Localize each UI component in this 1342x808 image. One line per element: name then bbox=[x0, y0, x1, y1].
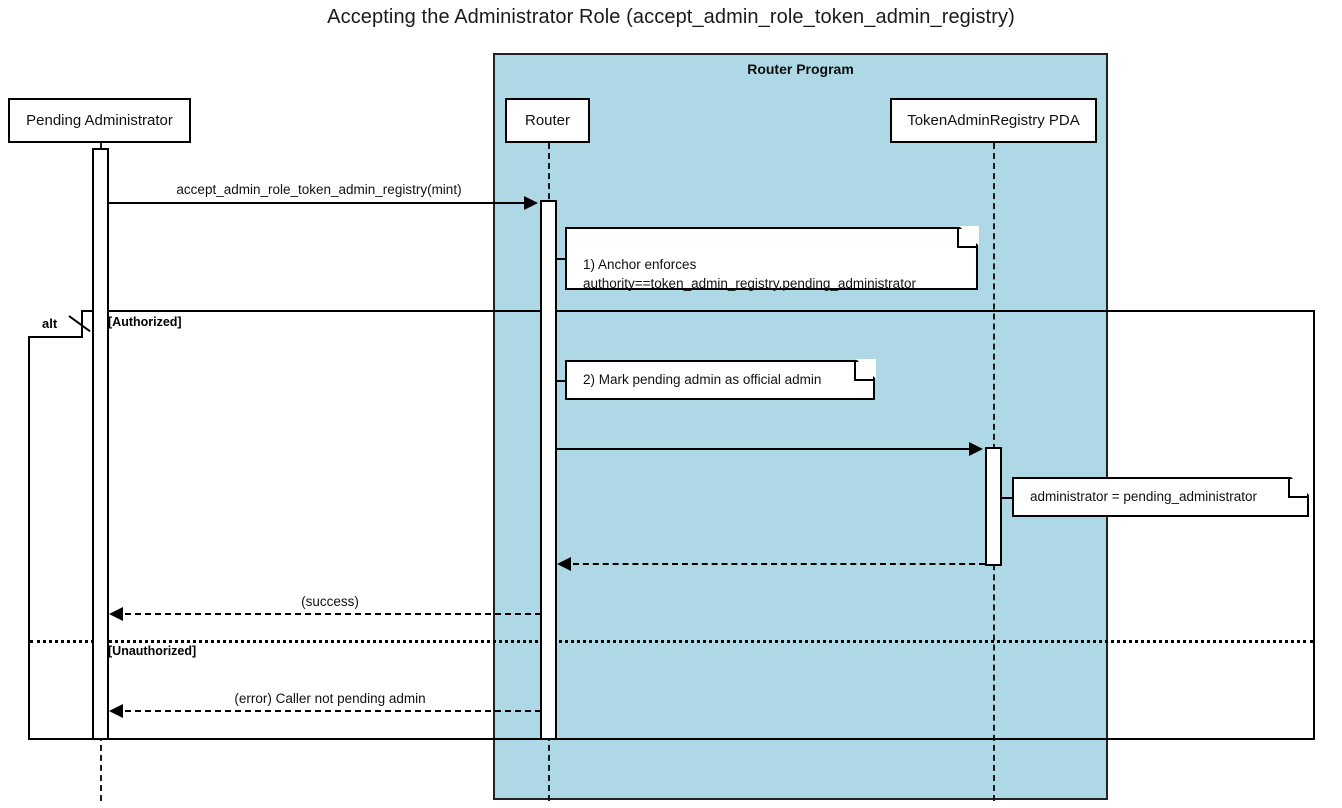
message-accept-call-label: accept_admin_role_token_admin_registry(m… bbox=[176, 182, 462, 197]
note-administrator-assign: administrator = pending_administrator bbox=[1012, 476, 1310, 517]
alt-operator-label: alt bbox=[42, 315, 58, 331]
message-accept-call-line bbox=[109, 202, 526, 204]
participant-pending-administrator-label: Pending Administrator bbox=[26, 112, 173, 129]
note-dogear-icon-2 bbox=[854, 360, 875, 381]
activation-pending-administrator bbox=[92, 148, 109, 740]
note-mark-pending-admin-text: 2) Mark pending admin as official admin bbox=[583, 372, 822, 388]
message-error-return-label: (error) Caller not pending admin bbox=[234, 691, 426, 706]
note-dogear-cover-icon-2 bbox=[856, 359, 876, 379]
group-router-program-label: Router Program bbox=[747, 61, 854, 77]
participant-pending-administrator[interactable]: Pending Administrator bbox=[8, 98, 191, 143]
participant-token-admin-registry-pda-label: TokenAdminRegistry PDA bbox=[907, 112, 1080, 129]
alt-fragment-frame bbox=[28, 310, 1315, 740]
message-error-return-line bbox=[125, 710, 541, 712]
note-administrator-assign-connector bbox=[1002, 497, 1014, 499]
note-anchor-enforces: 1) Anchor enforces authority==token_admi… bbox=[565, 226, 979, 292]
activation-token-admin-registry-pda bbox=[985, 447, 1002, 566]
note-anchor-enforces-text: 1) Anchor enforces authority==token_admi… bbox=[583, 257, 916, 292]
participant-router[interactable]: Router bbox=[505, 98, 590, 143]
message-accept-call-arrowhead bbox=[524, 196, 538, 210]
message-router-to-pda-line bbox=[557, 448, 971, 450]
alt-condition-unauthorized: [Unauthorized] bbox=[108, 644, 197, 658]
note-dogear-icon bbox=[957, 227, 978, 248]
message-error-return-arrowhead bbox=[109, 704, 123, 718]
message-success-return-line bbox=[125, 613, 541, 615]
message-success-return-arrowhead bbox=[109, 607, 123, 621]
alt-fragment-operator-tab: alt bbox=[28, 310, 83, 338]
message-pda-to-router-return-arrowhead bbox=[557, 557, 571, 571]
page-title: Accepting the Administrator Role (accept… bbox=[327, 6, 1015, 28]
note-anchor-enforces-connector bbox=[557, 258, 567, 260]
note-dogear-cover-icon-3 bbox=[1290, 476, 1310, 496]
alt-frame-fill-right bbox=[1108, 311, 1315, 739]
message-pda-to-router-return-line bbox=[573, 563, 985, 565]
group-router-program: Router Program bbox=[493, 53, 1108, 800]
participant-router-label: Router bbox=[524, 112, 571, 129]
note-mark-pending-admin-connector bbox=[557, 380, 567, 382]
message-router-to-pda-arrowhead bbox=[969, 442, 983, 456]
note-dogear-icon-3 bbox=[1288, 477, 1309, 498]
note-dogear-cover-icon bbox=[959, 226, 979, 246]
note-mark-pending-admin: 2) Mark pending admin as official admin bbox=[565, 359, 876, 400]
alt-fragment-divider bbox=[30, 640, 1313, 643]
note-administrator-assign-text: administrator = pending_administrator bbox=[1030, 489, 1257, 505]
participant-token-admin-registry-pda[interactable]: TokenAdminRegistry PDA bbox=[890, 98, 1097, 143]
activation-router bbox=[540, 200, 557, 740]
message-success-return-label: (success) bbox=[301, 594, 359, 609]
alt-condition-authorized: [Authorized] bbox=[108, 315, 182, 329]
